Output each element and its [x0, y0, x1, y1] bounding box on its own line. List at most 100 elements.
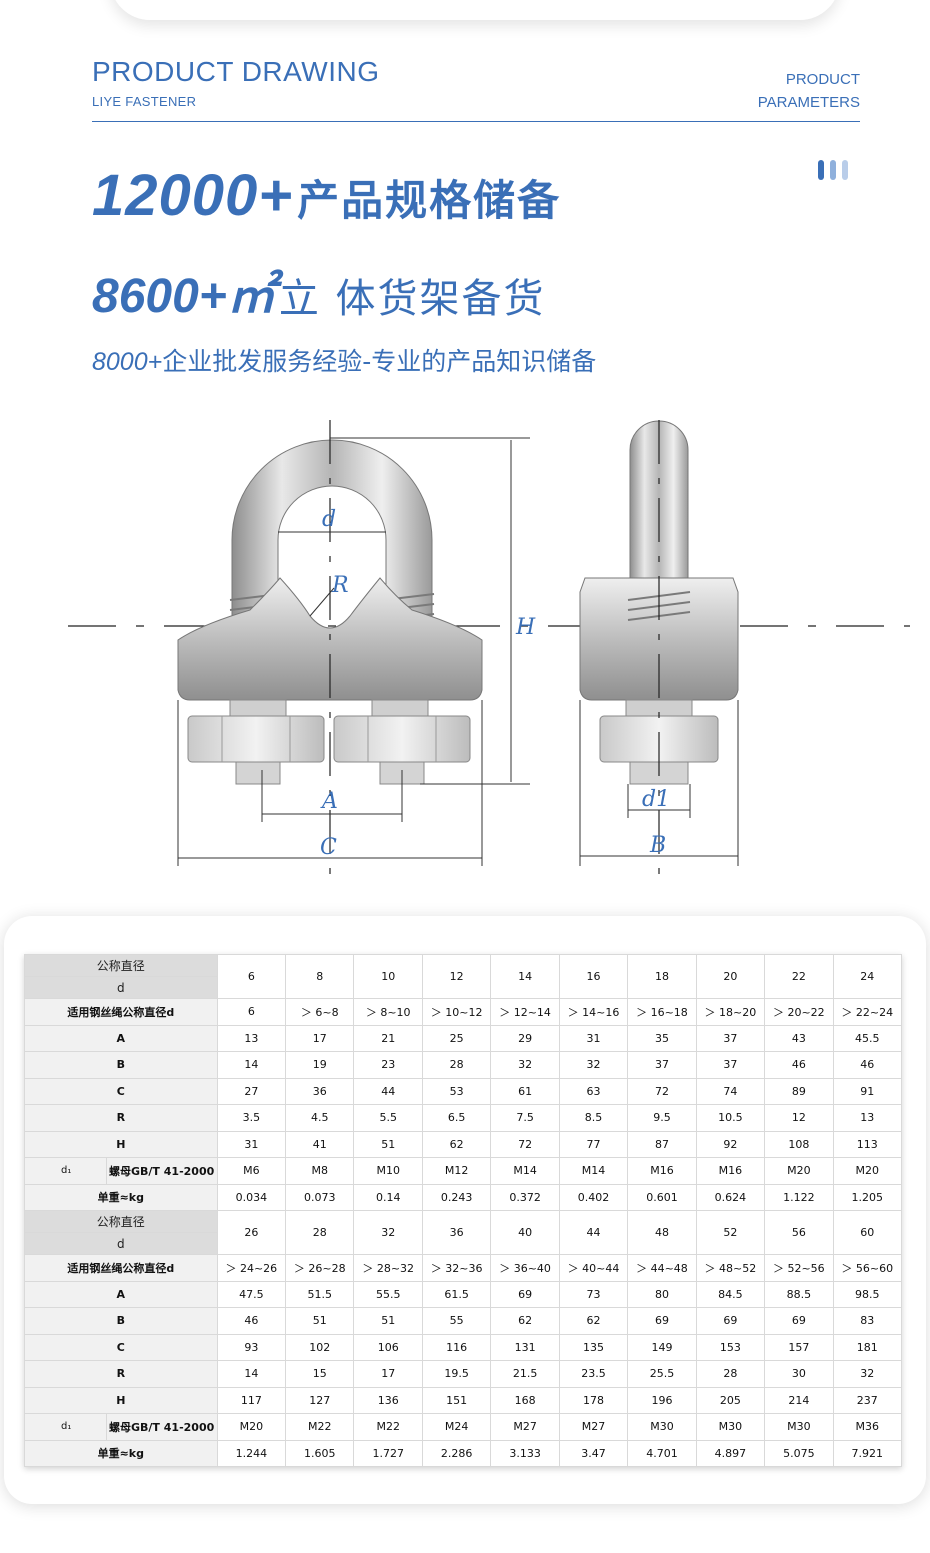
value-cell: 46: [216, 1307, 287, 1335]
value-cell: 31: [558, 1024, 629, 1052]
value-cell: 37: [695, 1024, 766, 1052]
weight-cell: 4.701: [627, 1439, 697, 1467]
value-cell: 93: [216, 1333, 287, 1361]
weight-cell: 7.921: [832, 1439, 903, 1467]
value-cell: 12: [764, 1104, 834, 1132]
value-cell: 196: [627, 1386, 697, 1414]
bolt-cell: M27: [490, 1413, 560, 1441]
rope-cell: ＞ 18~20: [695, 998, 766, 1026]
size-cell: 32: [353, 1210, 423, 1255]
value-cell: 77: [558, 1130, 629, 1158]
value-cell: 62: [421, 1130, 492, 1158]
row-label-A: A: [24, 1280, 218, 1308]
header-d: d: [24, 1232, 218, 1255]
size-cell: 52: [695, 1210, 766, 1255]
bolt-cell: M20: [832, 1157, 903, 1185]
side-view: d1 B: [579, 420, 739, 888]
weight-cell: 4.897: [695, 1439, 766, 1467]
value-cell: 106: [353, 1333, 423, 1361]
bolt-cell: M30: [627, 1413, 697, 1441]
label-d: d: [322, 507, 336, 532]
value-cell: 69: [695, 1307, 766, 1335]
bar-dark: [818, 160, 824, 180]
value-cell: 19.5: [421, 1360, 492, 1388]
value-cell: 44: [353, 1077, 423, 1105]
promo-line-1: 12000+产品规格储备: [92, 162, 561, 229]
weight-cell: 0.073: [285, 1183, 355, 1211]
label-C: C: [320, 835, 337, 860]
value-cell: 46: [832, 1051, 903, 1079]
value-cell: 127: [285, 1386, 355, 1414]
value-cell: 21.5: [490, 1360, 560, 1388]
value-cell: 117: [216, 1386, 287, 1414]
weight-cell: 0.402: [558, 1183, 629, 1211]
row-label-R: R: [24, 1360, 218, 1388]
size-cell: 28: [285, 1210, 355, 1255]
value-cell: 35: [627, 1024, 697, 1052]
rope-cell: ＞ 10~12: [421, 998, 492, 1026]
value-cell: 17: [285, 1024, 355, 1052]
value-cell: 92: [695, 1130, 766, 1158]
value-cell: 72: [627, 1077, 697, 1105]
value-cell: 136: [353, 1386, 423, 1414]
top-shadow-panel: [110, 0, 840, 20]
bolt-cell: M20: [764, 1157, 834, 1185]
value-cell: 14: [216, 1360, 287, 1388]
bolt-cell: M20: [216, 1413, 287, 1441]
dimension-lines-front: [177, 437, 530, 866]
size-cell: 48: [627, 1210, 697, 1255]
bolt-cell: M10: [353, 1157, 423, 1185]
value-cell: 32: [832, 1360, 903, 1388]
value-cell: 51: [353, 1307, 423, 1335]
size-cell: 56: [764, 1210, 834, 1255]
weight-cell: 2.286: [421, 1439, 492, 1467]
value-cell: 27: [216, 1077, 287, 1105]
value-cell: 4.5: [285, 1104, 355, 1132]
promo-line-2-text: 立 体货架备货: [278, 276, 546, 322]
weight-cell: 3.47: [558, 1439, 629, 1467]
value-cell: 46: [764, 1051, 834, 1079]
table-row: 适用钢丝绳公称直径d＞ 24~26＞ 26~28＞ 28~32＞ 32~36＞ …: [24, 1254, 903, 1282]
row-label-weight: 单重≈kg: [24, 1183, 218, 1211]
value-cell: 8.5: [558, 1104, 629, 1132]
bolt-cell: M16: [627, 1157, 697, 1185]
label-H: H: [515, 615, 536, 640]
row-label-A: A: [24, 1024, 218, 1052]
size-cell: 20: [695, 954, 766, 999]
u-bolt: [231, 439, 433, 641]
promo-line-3: 8000+企业批发服务经验-专业的产品知识储备: [92, 342, 596, 378]
value-cell: 28: [695, 1360, 766, 1388]
value-cell: 9.5: [627, 1104, 697, 1132]
rope-cell: ＞ 44~48: [627, 1254, 697, 1282]
value-cell: 32: [490, 1051, 560, 1079]
row-label-d1: d₁: [24, 1413, 107, 1441]
bolt-cell: M14: [490, 1157, 560, 1185]
weight-cell: 1.205: [832, 1183, 903, 1211]
value-cell: 63: [558, 1077, 629, 1105]
value-cell: 23: [353, 1051, 423, 1079]
rope-cell: ＞ 6~8: [285, 998, 355, 1026]
weight-cell: 0.243: [421, 1183, 492, 1211]
weight-cell: 0.624: [695, 1183, 766, 1211]
bolt-cell: M22: [285, 1413, 355, 1441]
value-cell: 6.5: [421, 1104, 492, 1132]
rope-cell: ＞ 24~26: [216, 1254, 287, 1282]
bolt-cell: M16: [695, 1157, 766, 1185]
row-label-C: C: [24, 1077, 218, 1105]
promo-line-3-text: 企业批发服务经验-专业的产品知识储备: [162, 347, 597, 376]
bolt-cell: M8: [285, 1157, 355, 1185]
value-cell: 80: [627, 1280, 697, 1308]
weight-cell: 0.14: [353, 1183, 423, 1211]
rope-cell: 6: [216, 998, 287, 1026]
value-cell: 205: [695, 1386, 766, 1414]
